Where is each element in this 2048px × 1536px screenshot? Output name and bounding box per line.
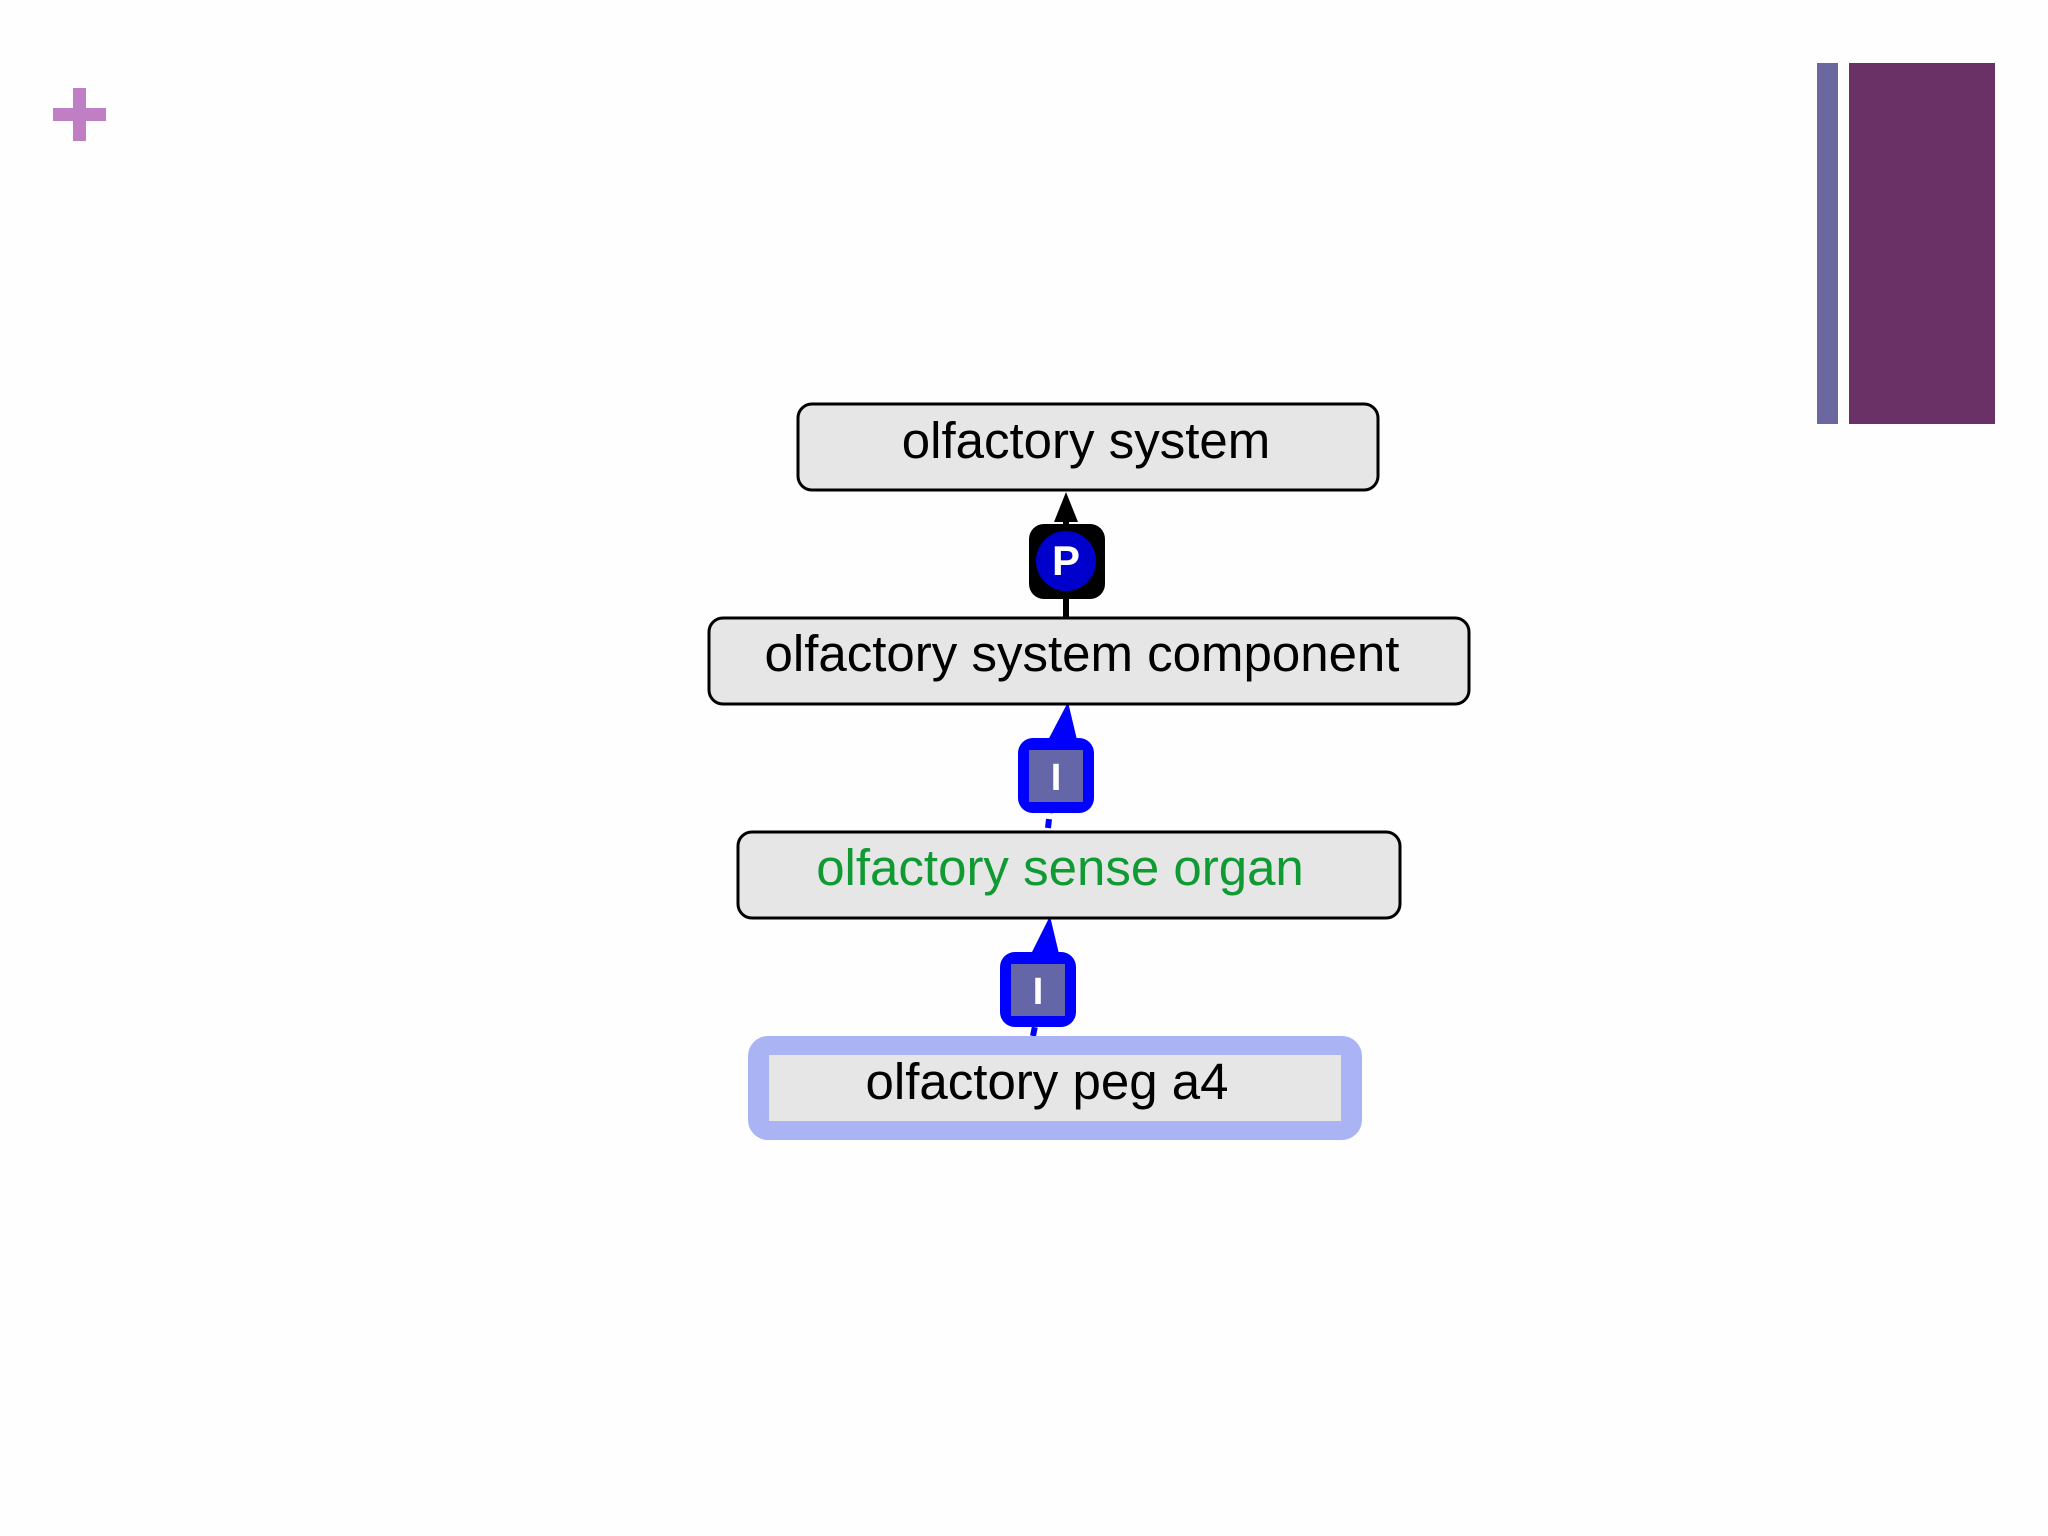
decorative-bar-thick [1849,63,1995,424]
edge-is-a-1: I [1018,702,1094,829]
node-label: olfactory system component [765,625,1400,682]
part-of-badge-icon [1036,531,1096,591]
is-a-badge-icon [1029,750,1083,802]
node-label: olfactory system [902,412,1270,469]
node-olfactory-system-component[interactable]: olfactory system component [707,616,1471,706]
node-olfactory-system[interactable]: olfactory system [796,402,1380,492]
badge-i-label: I [1051,757,1062,799]
node-olfactory-sense-organ[interactable]: olfactory sense organ [736,830,1402,920]
edge-part-of: P [1029,492,1105,620]
badge-p-label: P [1052,537,1080,584]
badge-i-label: I [1033,971,1044,1013]
node-label: olfactory sense organ [816,839,1304,896]
node-label: olfactory peg a4 [866,1053,1229,1110]
decorative-bar-thin [1817,63,1838,424]
plus-icon [53,88,106,141]
node-olfactory-peg-a4[interactable]: olfactory peg a4 [748,1036,1362,1140]
is-a-badge-icon [1011,964,1065,1016]
edge-is-a-2: I [1000,916,1076,1037]
